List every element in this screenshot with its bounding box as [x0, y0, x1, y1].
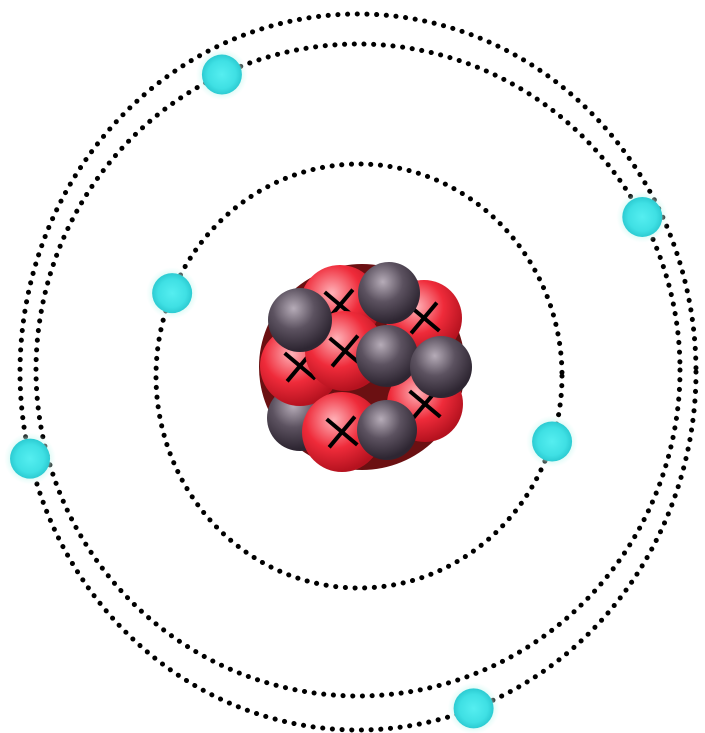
electron: [146, 267, 198, 319]
electron: [616, 191, 668, 243]
electron: [4, 433, 56, 485]
electron-body: [454, 688, 494, 728]
electron-body: [152, 273, 192, 313]
electron: [448, 682, 500, 733]
neutron: [268, 288, 332, 352]
neutron: [410, 336, 472, 398]
nucleus: [259, 262, 472, 472]
electron-body: [532, 422, 572, 462]
neutron: [358, 262, 420, 324]
electron-body: [202, 55, 242, 95]
electron: [196, 49, 248, 101]
neutron: [357, 400, 417, 460]
electron-body: [10, 439, 50, 479]
electron-body: [622, 197, 662, 237]
neutron: [356, 325, 418, 387]
electron: [526, 416, 578, 468]
